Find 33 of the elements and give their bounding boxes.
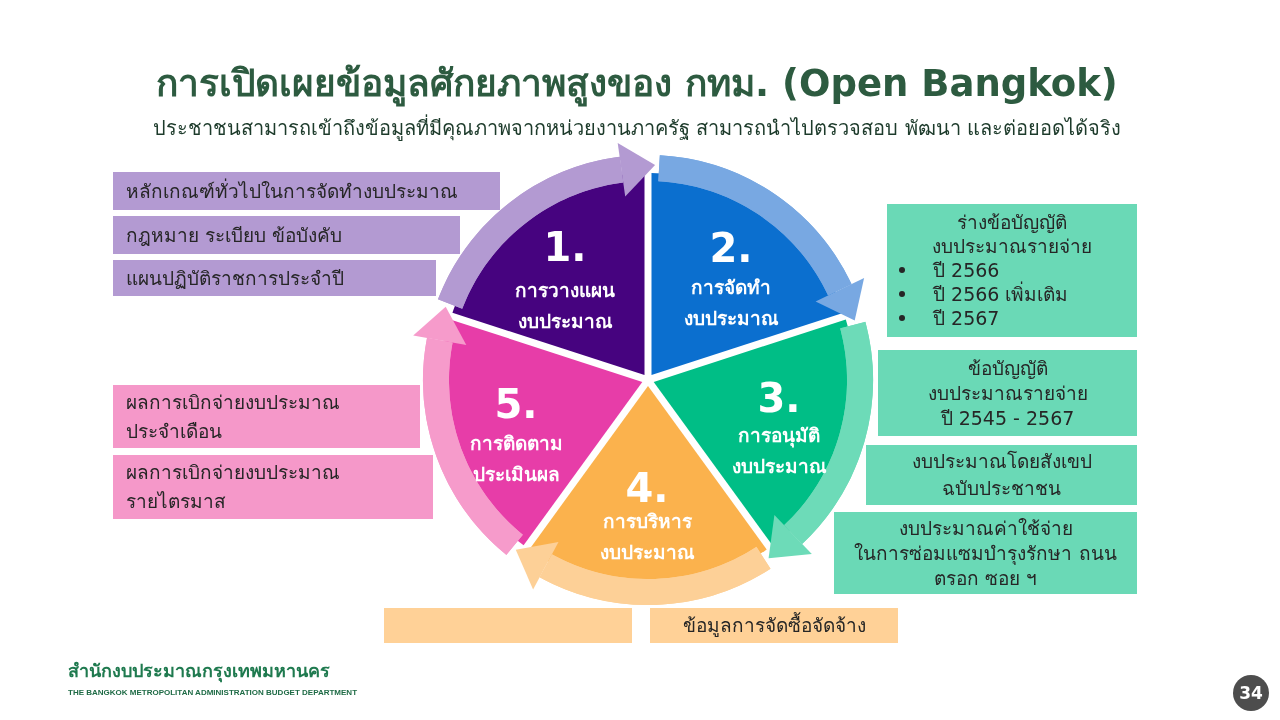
cycle-arrow: [515, 541, 771, 605]
title: การเปิดเผยข้อมูลศักยภาพสูงของ กทม. (Open Bangkok): [156, 61, 1118, 108]
stage-title: การบริหาร งบประมาณ: [599, 509, 695, 565]
org-name: สำนักงบประมาณกรุงเทพมหานคร: [68, 659, 330, 683]
stage-title: การติดตาม ประเมินผล: [469, 431, 563, 487]
box-heading: ร่างข้อบัญญัติ งบประมาณรายจ่าย: [931, 210, 1093, 258]
list-item: ปี 2566 เพิ่มเติม: [933, 282, 1069, 306]
stage-number: 5.: [494, 382, 538, 426]
cycle-arrow: [438, 142, 656, 310]
stage-title: การวางแผน งบประมาณ: [515, 278, 615, 334]
stage-title: การจัดทำ งบประมาณ: [683, 275, 779, 331]
list-item: ปี 2566: [933, 258, 1000, 282]
info-box: [887, 204, 1137, 337]
stage-number: 4.: [625, 466, 669, 510]
info-box: งบประมาณค่าใช้จ่าย ในการซ่อมแซมบำรุงรักษา ถนน ตรอก ซอย ฯ: [834, 512, 1137, 594]
info-box: ข้อมูลการจัดซื้อจัดจ้าง: [650, 608, 898, 643]
info-box: [384, 608, 632, 643]
stage-number: 1.: [543, 225, 587, 269]
org-name: THE BANGKOK METROPOLITAN ADMINISTRATION BUDGET DEPARTMENT: [68, 688, 358, 698]
info-box: งบประมาณโดยสังเขป ฉบับประชาชน: [866, 445, 1137, 505]
list-item: ปี 2567: [933, 306, 1000, 330]
info-box: กฎหมาย ระเบียบ ข้อบังคับ: [113, 216, 460, 254]
info-box: ผลการเบิกจ่ายงบประมาณ ประจำเดือน: [113, 385, 420, 448]
stage-title: การอนุมัติ งบประมาณ: [731, 423, 827, 479]
info-box: ข้อบัญญัติ งบประมาณรายจ่าย ปี 2545 - 2567: [878, 350, 1137, 436]
info-box: ผลการเบิกจ่ายงบประมาณ รายไตรมาส: [113, 455, 433, 519]
stage-number: 3.: [757, 376, 801, 420]
info-box: แผนปฏิบัติราชการประจำปี: [113, 260, 436, 296]
cycle-arrow: [657, 155, 865, 321]
info-box: หลักเกณฑ์ทั่วไปในการจัดทำงบประมาณ: [113, 172, 500, 210]
stage-number: 2.: [709, 226, 753, 270]
page-number: 34: [1233, 675, 1269, 711]
subtitle: ประชาชนสามารถเข้าถึงข้อมูลที่มีคุณภาพจากหน่วยงานภาครัฐ สามารถนำไปตรวจสอบ พัฒนา และต่อยอดได้จริง: [152, 114, 1122, 142]
